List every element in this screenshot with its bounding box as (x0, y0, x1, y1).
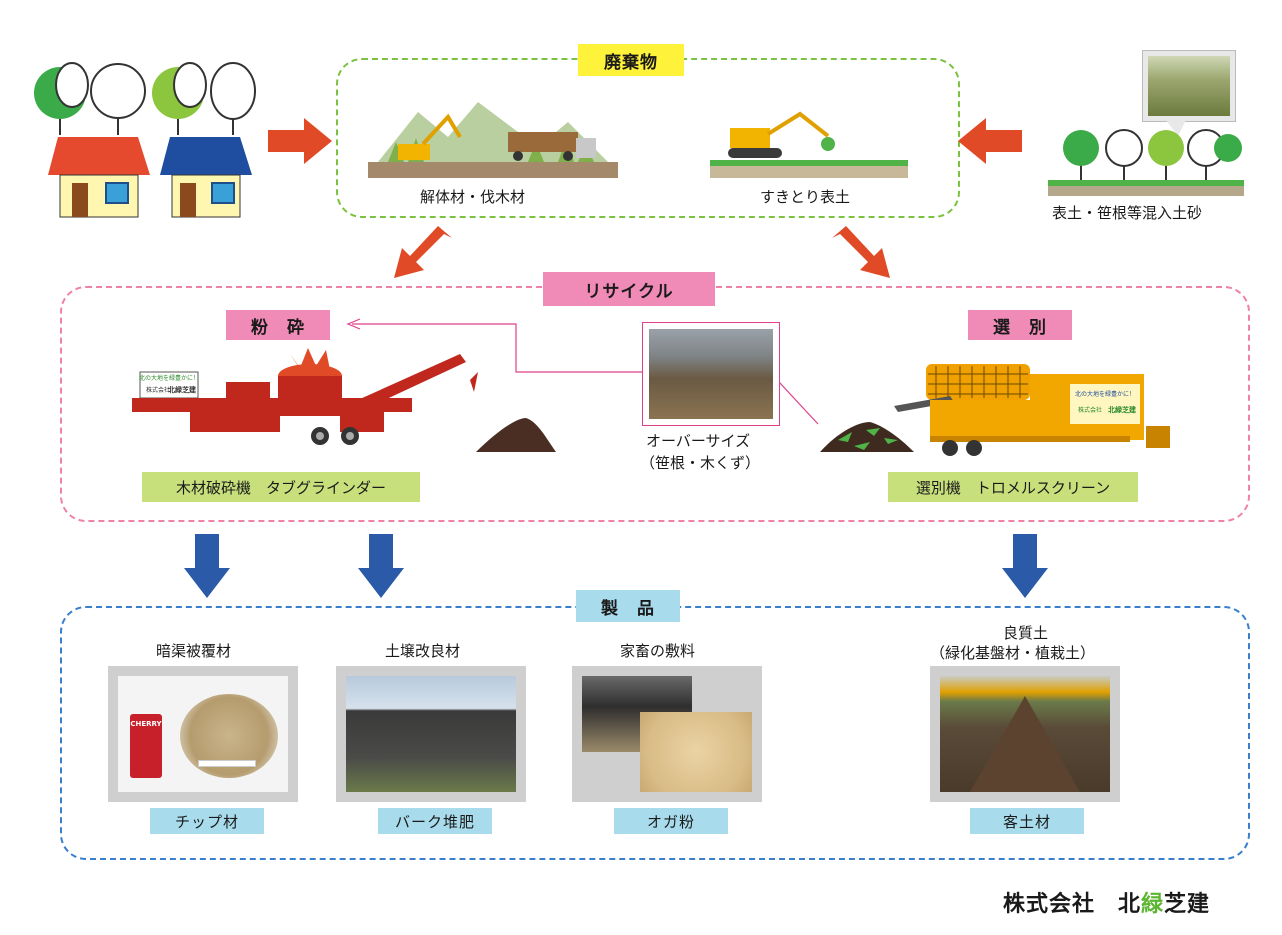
trommel-screen-illustration: 北の大地を緑豊かに！ 株式会社 北緑芝建 (894, 364, 1170, 456)
excavator-topsoil-illustration (710, 111, 908, 178)
crush-title: 粉 砕 (226, 310, 330, 340)
waste-title: 廃棄物 (578, 44, 684, 76)
products-title: 製 品 (576, 590, 680, 622)
arrow-down-icon-1 (184, 534, 230, 598)
crusher-label: 木材破砕機 タブグラインダー (142, 472, 420, 502)
product-photo-frame-2 (336, 666, 526, 802)
company-name: 株式会社 北緑芝建 (1003, 886, 1210, 918)
house-red-icon (48, 137, 150, 218)
trees-icon (34, 62, 256, 135)
arrow-down-icon-3 (1002, 534, 1048, 598)
crusher-sign-line2: 株式会社 (146, 386, 170, 394)
houses-trees-illustration (30, 55, 265, 225)
house-blue-icon (160, 137, 252, 218)
screen-label: 選別機 トロメルスクリーン (888, 472, 1138, 502)
good-soil-photo (940, 676, 1110, 792)
screen-sign-line3: 北緑芝建 (1108, 405, 1137, 414)
tub-grinder-illustration: 北の大地を緑豊かに！ 株式会社 北緑芝建 (132, 348, 478, 445)
crusher-sign-line3: 北緑芝建 (168, 385, 197, 394)
arrow-down-left-icon (394, 226, 452, 278)
screen-sign-line2: 株式会社 (1078, 406, 1102, 414)
product-top-label-3: 家畜の敷料 (620, 642, 696, 660)
crusher-sign-line1: 北の大地を緑豊かに！ (139, 374, 199, 382)
product-top-label-4b: （緑化基盤材・植栽土） (930, 644, 1096, 662)
demolition-logging-illustration (368, 102, 618, 178)
screen-sign-line1: 北の大地を緑豊かに！ (1075, 390, 1135, 398)
chip-pile-icon (476, 418, 556, 452)
waste-item-topsoil: すきとり表土 (760, 188, 851, 206)
waste-item-demolition: 解体材・伐木材 (420, 188, 526, 206)
product-photo-frame-1: CHERRY (108, 666, 298, 802)
oversize-photo (642, 322, 780, 426)
company-prefix: 株式会社 北 (1002, 892, 1141, 917)
bark-compost-photo (346, 676, 516, 792)
company-green-char: 緑 (1140, 892, 1164, 917)
company-suffix: 芝建 (1163, 892, 1210, 917)
trees-on-soil-icon (1048, 120, 1244, 196)
product-bottom-label-2: バーク堆肥 (378, 808, 492, 834)
select-title: 選 別 (968, 310, 1072, 340)
arrow-right-icon (268, 118, 332, 164)
product-top-label-4a: 良質土 (1003, 624, 1049, 642)
product-top-label-1: 暗渠被覆材 (156, 642, 232, 660)
product-photo-frame-3 (572, 666, 762, 802)
sawdust-photo (640, 712, 752, 792)
product-photo-frame-4 (930, 666, 1120, 802)
oversize-label-line1: オーバーサイズ (646, 432, 751, 450)
arrow-down-icon-2 (358, 534, 404, 598)
product-bottom-label-3: オガ粉 (614, 808, 728, 834)
arrow-down-right-icon (832, 226, 890, 278)
product-bottom-label-4: 客土材 (970, 808, 1084, 834)
bamboo-grass-photo (1142, 50, 1236, 122)
product-bottom-label-1: チップ材 (150, 808, 264, 834)
leftover-pile-icon (820, 422, 914, 452)
cigarette-brand: CHERRY (130, 720, 162, 728)
oversize-label-line2: （笹根・木くず） (640, 454, 761, 472)
arrow-left-icon (958, 118, 1022, 164)
product-top-label-2: 土壌改良材 (385, 642, 461, 660)
chip-material-photo: CHERRY (118, 676, 288, 792)
recycle-title: リサイクル (543, 272, 715, 306)
topsoil-mixed-label: 表土・笹根等混入土砂 (1052, 204, 1203, 222)
